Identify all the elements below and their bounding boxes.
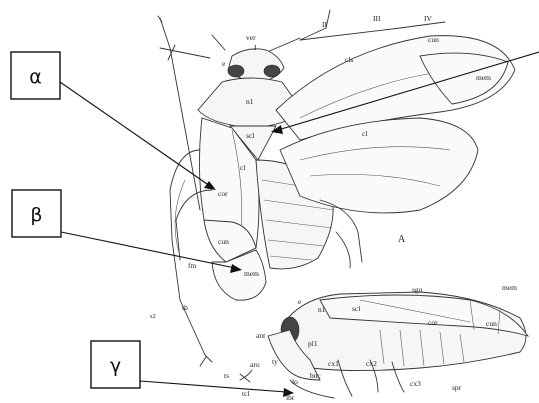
gamma-label: γ — [110, 355, 121, 377]
label-antenniferous: aro — [250, 360, 260, 369]
left-antenna-lower — [160, 48, 210, 58]
label-cuneus-right: cun — [428, 35, 439, 44]
label-clavus: cl — [240, 163, 245, 172]
label-coxa-1: cx1 — [328, 359, 339, 368]
label-ver: ver — [246, 33, 256, 42]
callout-gamma: γ — [91, 341, 294, 397]
label-side-eye: e — [298, 297, 302, 306]
label-coxa-2: cx2 — [366, 359, 377, 368]
label-clavus-right: cl — [362, 129, 367, 138]
side-tarsus-line — [240, 374, 250, 382]
beta-label: β — [30, 204, 42, 226]
label-side-corium: cor — [428, 318, 438, 327]
label-pronotum: n1 — [246, 97, 254, 106]
label-antenna-2: II — [322, 20, 327, 29]
label-antenna-4: IV — [424, 14, 432, 23]
label-scutellum: scl — [246, 131, 254, 140]
label-side-membrane: mem — [502, 283, 517, 292]
left-antenna-tip — [158, 16, 162, 22]
lateral-view: e n1 scl sgo cor cun mem ant aro pl1 ty … — [224, 283, 528, 402]
left-hind-tarsus — [200, 355, 212, 366]
label-spiracle: spr — [452, 383, 462, 392]
label-claval-suture: cls — [345, 55, 353, 64]
label-antenna: ant — [256, 331, 266, 340]
label-eye: e — [222, 59, 226, 68]
label-tarsal-claw: tcl — [242, 389, 250, 398]
label-corium: cor — [218, 189, 228, 198]
label-femur: fm — [188, 261, 196, 270]
label-antenna-3: III — [373, 14, 381, 23]
label-tibia: tb — [182, 303, 188, 312]
antenna-base-l — [212, 35, 225, 50]
label-tylus: ty — [272, 357, 278, 366]
figure-letter: A — [398, 234, 406, 245]
label-coxa-mark: s2 — [150, 313, 156, 320]
label-membrane: mem — [244, 269, 259, 278]
alpha-label: α — [29, 66, 42, 88]
label-tarsus: ts — [224, 371, 229, 380]
label-bucculae: buc — [310, 371, 322, 380]
left-eye — [228, 65, 244, 77]
label-membrane-right: mem — [476, 73, 491, 82]
label-sgo: sgo — [412, 285, 423, 294]
label-coxa-3: cx3 — [410, 379, 421, 388]
left-antenna-upper — [160, 18, 200, 210]
gamma-arrow-line — [140, 381, 286, 392]
label-cuneus: cun — [218, 237, 229, 246]
label-pleuron: pl1 — [308, 339, 318, 348]
label-side-scutellum: scl — [352, 304, 360, 313]
right-eye — [264, 65, 280, 77]
callout-alpha: α — [11, 52, 216, 190]
label-side-cuneus: cun — [486, 319, 497, 328]
label-side-pronotum: n1 — [318, 305, 326, 314]
label-lorum: lo — [292, 377, 298, 386]
right-mid-leg — [336, 232, 350, 268]
alpha-arrow-line — [60, 82, 210, 186]
